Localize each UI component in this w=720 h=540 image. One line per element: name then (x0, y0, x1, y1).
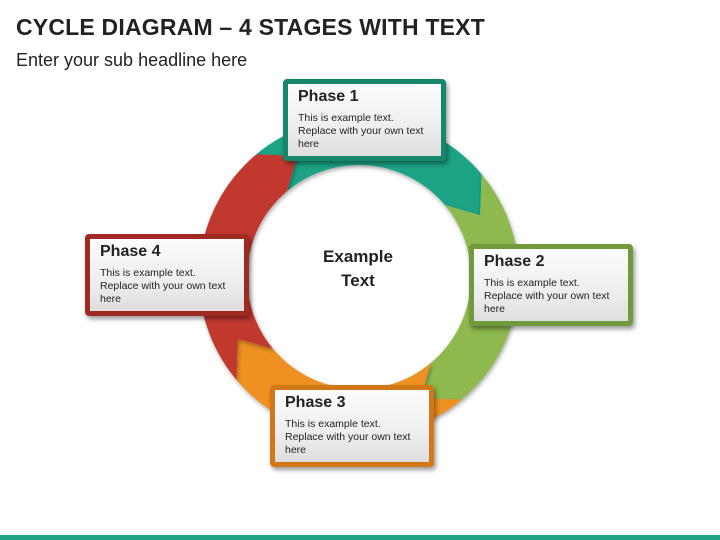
phase-2-text: This is example text. Replace with your … (484, 277, 610, 315)
phase-4-title: Phase 4 (100, 243, 161, 260)
phase-2-card: Phase 2 This is example text. Replace wi… (469, 244, 633, 326)
page-subtitle: Enter your sub headline here (16, 50, 248, 70)
phase-3-card: Phase 3 This is example text. Replace wi… (270, 385, 434, 467)
phase-1-title: Phase 1 (298, 88, 359, 105)
page-title: CYCLE DIAGRAM – 4 STAGES WITH TEXT (16, 14, 485, 40)
phase-3-text: This is example text. Replace with your … (285, 418, 411, 456)
bottom-accent-bar (0, 535, 720, 540)
center-text: Example Text (303, 245, 413, 293)
phase-4-card: Phase 4 This is example text. Replace wi… (85, 234, 249, 316)
center-text-line-1: Example (323, 247, 393, 266)
phase-3-title: Phase 3 (285, 394, 346, 411)
phase-1-text: This is example text. Replace with your … (298, 112, 424, 150)
phase-2-title: Phase 2 (484, 253, 545, 270)
cycle-segment-phase-4 (199, 154, 298, 380)
center-text-line-2: Text (341, 271, 375, 290)
cycle-segment-phase-2 (420, 174, 519, 400)
phase-4-text: This is example text. Replace with your … (100, 267, 226, 305)
phase-1-card: Phase 1 This is example text. Replace wi… (283, 79, 446, 161)
